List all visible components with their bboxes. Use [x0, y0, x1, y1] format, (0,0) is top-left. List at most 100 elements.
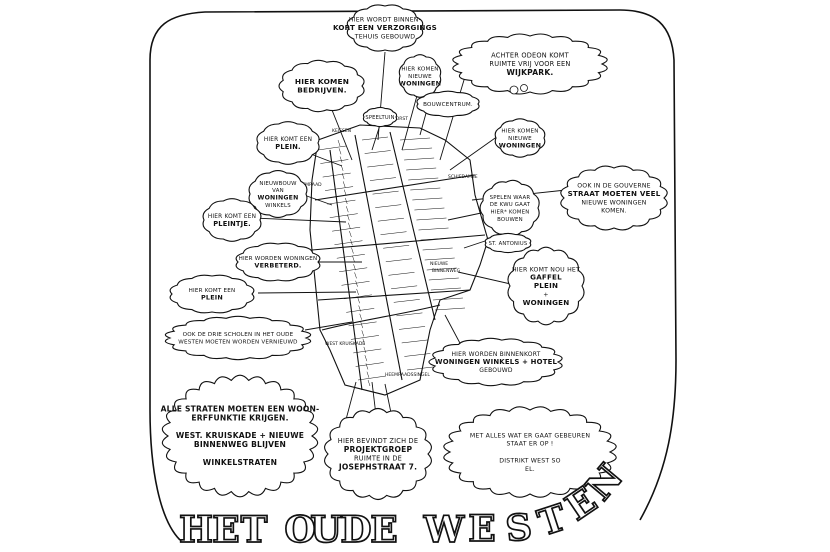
street-block-line [332, 226, 361, 232]
tree-icon [509, 85, 519, 95]
cloud-text-line: HIER KOMT EEN [264, 137, 312, 143]
cloud-text-line: RUIMTE VRIJ VOOR EEN [489, 60, 570, 68]
street-block-line [366, 371, 370, 378]
cloud-shape [494, 118, 546, 158]
street-block-line [320, 159, 349, 164]
street-block-line [430, 287, 461, 291]
street-label-0: KEISSEN [332, 128, 351, 134]
cloud-text-line: WONINGEN [258, 195, 299, 202]
cloud-text-line: MET ALLES WAT ER GAAT GEBEUREN [470, 432, 590, 439]
road-west-kruiskade [354, 134, 403, 381]
street-block-line [399, 326, 426, 330]
title-letter: H [179, 509, 213, 551]
cloud-text-line: GAFFEL [530, 273, 562, 282]
street-block-line [339, 267, 368, 273]
street-block-line [346, 206, 349, 213]
street-block-line [341, 281, 370, 286]
cloud-shape [507, 246, 585, 326]
cloud-text-line: BOUWEN [497, 217, 523, 223]
cloud-text-line: KOMEN. [601, 208, 627, 215]
cloud-text-line: PLEIN [534, 281, 558, 290]
cloud-shape [346, 4, 424, 52]
street-block-line [426, 267, 457, 271]
cloud-text-line: HIER WORDEN WONINGEN [239, 256, 318, 262]
street-block-line [359, 313, 362, 320]
road-nieuwe-binnenweg [329, 149, 363, 391]
cloud-text-line: NIEUWE WONINGEN [581, 199, 646, 206]
cloud-text-line: NIEUWBOUW [259, 181, 297, 187]
cloud-text-line: STRAAT MOETEN VEEL [568, 189, 661, 198]
street-block-line [364, 355, 368, 362]
street-block-line [362, 338, 366, 345]
cloud-text-line: RUIMTE IN DE [354, 455, 402, 463]
street-block-line [357, 375, 387, 381]
cloud-text-line: SPEELTUIN [365, 115, 394, 121]
street-block-line [385, 258, 412, 263]
street-block-line [345, 197, 348, 205]
street-block-line [428, 277, 459, 281]
street-block-line [383, 244, 410, 249]
street-block-line [353, 348, 382, 354]
cloud-text-line: ACHTER ODEON KOMT [491, 51, 570, 59]
cloud-shape [169, 274, 255, 314]
cloud-text-line: GEBOUWD [479, 367, 513, 374]
cloud-shape [278, 59, 365, 113]
title-letter: U [310, 509, 341, 551]
cloud-text-line: BEDRIJVEN. [297, 86, 347, 95]
cloud-text-line: HIER WORDT BINNEN- [349, 17, 421, 24]
cloud-text-line: HIER BEVINDT ZICH DE [338, 437, 418, 445]
cloud-bouwcentrum: BOUWCENTRUM. [416, 90, 480, 118]
street-block-line [342, 181, 346, 188]
street-block-line [372, 190, 399, 195]
cloud-text-line: ALLE STRATEN MOETEN EEN WOON- [161, 405, 320, 414]
cloud-text-line: OOK IN DE GOUVERNE [577, 183, 651, 190]
street-block-line [393, 299, 420, 303]
street-block-line [375, 204, 402, 208]
street-block-line [322, 172, 351, 178]
street-block-line [358, 305, 361, 312]
cloud-text-line: WONINGEN [523, 298, 570, 307]
street-block-line [377, 217, 404, 222]
cloud-text-line: DE KWU GAAT [490, 202, 531, 208]
street-block-line [365, 363, 369, 370]
cloud-text-line: HIER* KOMEN [491, 210, 530, 216]
cloud-text-line: BOUWCENTRUM. [423, 102, 473, 108]
street-block-line [369, 177, 396, 181]
street-block-line [348, 321, 377, 327]
cloud-text-line: WINKELS [265, 203, 291, 209]
road-cross-1 [314, 174, 476, 201]
cloud-st-antonius: ST. ANTONIUS [484, 232, 532, 254]
street-block-line [327, 199, 356, 205]
cloud-text-line: BINNENWEG BLIJVEN [194, 440, 286, 449]
street-block-line [401, 339, 428, 344]
cloud-text-line: KORT EEN VERZORGINGS [333, 23, 437, 32]
cloud-text-line: HIER WORDEN BINNENKORT [451, 351, 540, 358]
street-block-line [424, 257, 455, 261]
cloud-shape [416, 90, 480, 118]
cloud-text-line: WINKELSTRATEN [203, 458, 277, 467]
street-block-line [420, 237, 451, 241]
street-block-line [360, 321, 363, 329]
street-block-line [396, 312, 423, 317]
street-label-5: BINNENWEG [432, 268, 461, 274]
cloud-shape [452, 33, 608, 95]
cloud-text-line: WEST. KRUISKADE + NIEUWE [176, 431, 304, 440]
street-block-line [357, 297, 360, 304]
street-block-line [404, 353, 431, 357]
street-block-line [350, 335, 379, 340]
street-block-line [349, 230, 352, 238]
street-block-line [351, 247, 354, 254]
street-block-line [361, 136, 389, 141]
cloud-text-line: + [543, 292, 548, 299]
title-letter: E [370, 509, 397, 551]
street-label-6: WEST KRUISKADE [325, 341, 365, 347]
road-schiedamse [389, 131, 436, 321]
